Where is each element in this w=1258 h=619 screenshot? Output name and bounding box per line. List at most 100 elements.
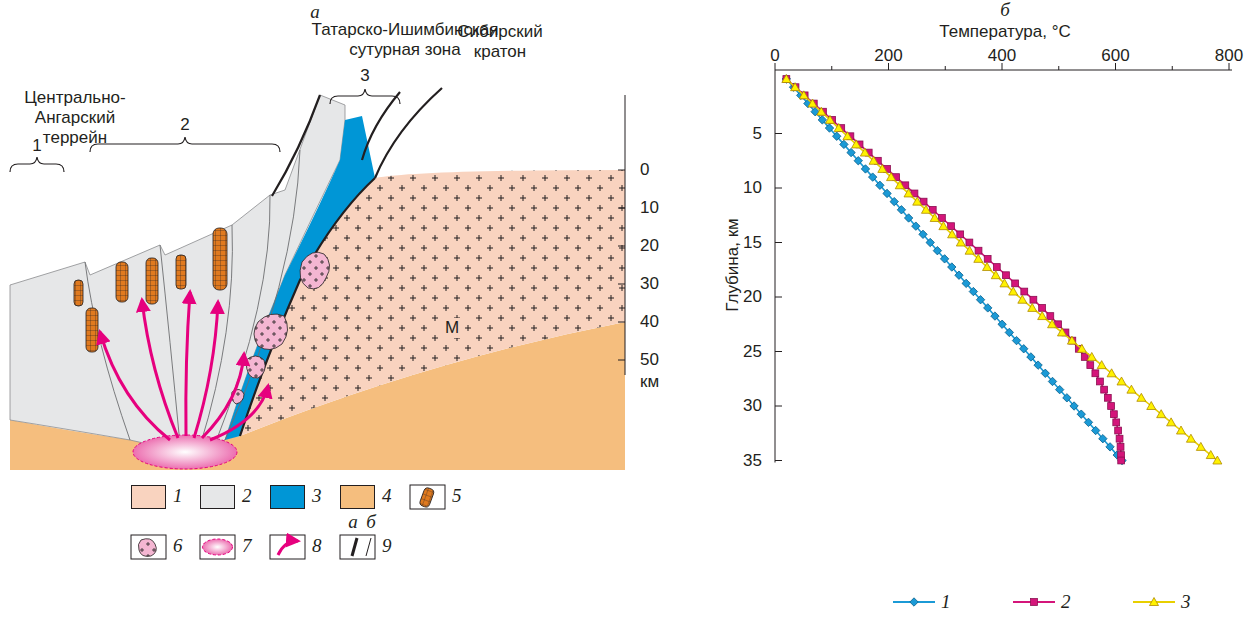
data-marker <box>1021 288 1028 295</box>
legend-sublabel: а <box>348 512 358 532</box>
depth-tick: 10 <box>640 198 659 218</box>
legend-swatch <box>131 485 166 509</box>
legend-marker <box>910 598 918 606</box>
data-marker <box>991 312 999 320</box>
data-marker <box>897 206 905 214</box>
legend-swatch <box>340 485 375 509</box>
data-line <box>786 79 1217 461</box>
data-marker <box>957 231 964 238</box>
data-marker <box>974 254 983 262</box>
legend-swatch <box>270 485 305 509</box>
axis-tick: 0 <box>770 46 779 66</box>
data-marker <box>854 157 862 165</box>
data-marker <box>1030 296 1037 303</box>
data-marker <box>799 91 808 99</box>
callout-number: 1 <box>32 136 41 156</box>
data-marker <box>1027 353 1035 361</box>
axis-tick: 400 <box>988 46 1016 66</box>
data-marker <box>1118 457 1125 464</box>
data-marker <box>1070 402 1078 410</box>
depth-tick: 30 <box>640 274 659 294</box>
data-marker <box>1048 377 1056 385</box>
data-marker <box>1196 442 1205 450</box>
legend-number: 1 <box>173 486 183 506</box>
data-marker <box>1092 370 1099 377</box>
data-marker <box>887 173 896 181</box>
data-marker <box>860 148 869 156</box>
data-marker <box>1177 426 1186 434</box>
axis-title: Глубина, км <box>723 218 743 312</box>
legend-swatch <box>200 485 235 509</box>
depth-tick: 0 <box>640 160 649 180</box>
data-marker <box>1063 394 1071 402</box>
legend-number: 4 <box>382 486 392 506</box>
data-marker <box>1081 354 1088 361</box>
data-marker <box>1091 426 1099 434</box>
data-marker <box>847 148 855 156</box>
callout-number: 3 <box>360 66 369 86</box>
data-marker <box>1039 305 1046 312</box>
chart-axes <box>775 63 1232 463</box>
data-marker <box>921 205 930 213</box>
data-marker <box>869 156 878 164</box>
data-marker <box>1018 295 1027 303</box>
data-marker <box>890 197 898 205</box>
data-marker <box>840 140 848 148</box>
data-marker <box>912 222 920 230</box>
data-marker <box>930 213 939 221</box>
data-marker <box>1038 312 1047 320</box>
data-markers <box>783 76 1125 464</box>
data-marker <box>948 230 957 238</box>
data-marker <box>991 271 1000 279</box>
axis-tick: 30 <box>743 396 762 416</box>
data-marker <box>962 279 970 287</box>
data-marker <box>1009 287 1018 295</box>
data-marker <box>1028 303 1037 311</box>
data-marker <box>808 99 817 107</box>
data-marker <box>1034 361 1042 369</box>
data-marker <box>1107 369 1116 377</box>
axis-tick: 35 <box>743 451 762 471</box>
data-marker <box>955 271 963 279</box>
data-marker <box>1077 344 1086 352</box>
data-marker <box>983 263 992 271</box>
data-marker <box>1048 320 1057 328</box>
data-marker <box>1101 386 1108 393</box>
data-marker <box>1067 336 1076 344</box>
data-marker <box>929 206 936 213</box>
legend-number: 3 <box>1181 592 1191 612</box>
data-marker <box>1213 456 1222 464</box>
data-marker <box>1106 443 1114 451</box>
data-marker <box>1108 403 1115 410</box>
data-marker <box>919 230 927 238</box>
data-line <box>786 79 1122 461</box>
legend-marker <box>1150 598 1159 606</box>
data-marker <box>933 246 941 254</box>
data-marker <box>1147 402 1156 410</box>
depth-tick: 20 <box>640 236 659 256</box>
data-marker <box>998 320 1006 328</box>
data-marker <box>1118 456 1126 464</box>
axis-tick: 10 <box>743 178 762 198</box>
data-marker <box>948 223 955 230</box>
data-marker <box>852 140 861 148</box>
data-marker <box>956 238 965 246</box>
data-marker <box>883 189 891 197</box>
data-marker <box>1087 352 1096 360</box>
data-marker <box>1104 394 1111 401</box>
moho-label: М <box>443 318 461 338</box>
data-markers <box>782 75 1222 465</box>
data-marker <box>895 181 904 189</box>
data-marker <box>818 116 826 124</box>
data-marker <box>939 222 948 230</box>
data-marker <box>904 214 912 222</box>
data-marker <box>1012 280 1019 287</box>
data-marker <box>825 124 833 132</box>
data-marker <box>825 115 834 123</box>
data-marker <box>1077 410 1085 418</box>
data-marker <box>817 107 826 115</box>
data-marker <box>913 197 922 205</box>
panel-letter: а <box>310 2 320 22</box>
data-marker <box>782 75 790 83</box>
